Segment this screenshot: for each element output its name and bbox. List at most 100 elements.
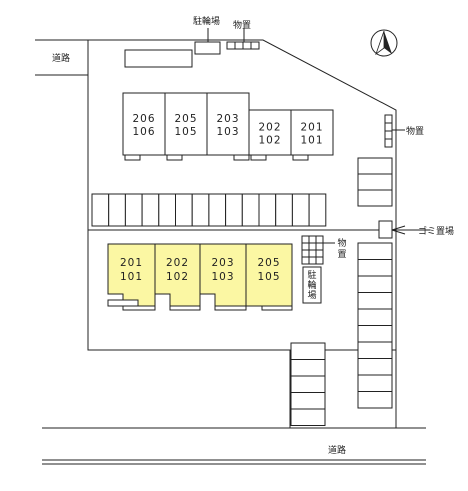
parking-space bbox=[357, 374, 393, 392]
parking-space bbox=[357, 259, 393, 277]
storage-box bbox=[301, 256, 310, 265]
unit-number-bottom: 102 bbox=[258, 135, 281, 147]
unit-number-top: 205 bbox=[174, 113, 197, 125]
bike-parking-mid-label-vertical: 駐輪場 bbox=[307, 269, 316, 301]
parking-space bbox=[191, 193, 210, 227]
parking-space bbox=[357, 391, 393, 409]
garbage-arrow bbox=[391, 225, 406, 235]
unit-number-bottom: 102 bbox=[166, 271, 189, 283]
label-char: 物 bbox=[337, 237, 346, 249]
storage-box bbox=[250, 41, 260, 50]
parking-space bbox=[141, 193, 160, 227]
parking-mid bbox=[290, 342, 326, 426]
bike-parking-mid bbox=[302, 266, 322, 304]
parking-space bbox=[290, 359, 326, 377]
parking-space bbox=[258, 193, 277, 227]
unit-number-bottom: 103 bbox=[211, 271, 234, 283]
storage-box bbox=[384, 130, 393, 140]
storage-right bbox=[384, 114, 393, 148]
storage-top bbox=[226, 41, 260, 50]
unit-number-bottom: 105 bbox=[257, 271, 280, 283]
unit-number-top: 202 bbox=[258, 122, 281, 134]
storage-box bbox=[315, 256, 324, 265]
parking-space bbox=[208, 193, 227, 227]
parking-space bbox=[308, 193, 327, 227]
top-bar-structure bbox=[124, 49, 193, 68]
parking-space bbox=[290, 392, 326, 410]
storage-mid bbox=[301, 235, 324, 265]
parking-space bbox=[91, 193, 110, 227]
unit-number-bottom: 103 bbox=[216, 126, 239, 138]
garbage-box bbox=[378, 220, 393, 239]
storage-right-label: 物置 bbox=[406, 125, 424, 137]
balcony bbox=[233, 154, 250, 161]
label-char: 輪 bbox=[307, 279, 316, 291]
parking-space bbox=[357, 292, 393, 310]
unit-number-top: 201 bbox=[120, 257, 143, 269]
storage-box bbox=[384, 138, 393, 148]
label-char: 置 bbox=[337, 249, 346, 260]
parking-row bbox=[91, 193, 327, 227]
label-char: 駐 bbox=[307, 269, 316, 281]
parking-space bbox=[357, 358, 393, 376]
storage-box bbox=[234, 41, 244, 50]
balcony bbox=[122, 305, 156, 311]
storage-box bbox=[226, 41, 236, 50]
parking-space bbox=[290, 375, 326, 393]
parking-space bbox=[357, 173, 393, 191]
storage-box bbox=[308, 235, 317, 244]
unit-number-top: 206 bbox=[132, 113, 155, 125]
balcony bbox=[124, 154, 141, 161]
bike-parking-top-label: 駐輪場 bbox=[193, 15, 220, 27]
balcony bbox=[107, 299, 139, 307]
garbage-label: ゴミ置場 bbox=[418, 225, 454, 237]
storage-box bbox=[308, 249, 317, 258]
bike-parking-top bbox=[194, 41, 221, 55]
parking-space bbox=[158, 193, 177, 227]
parking-space bbox=[357, 157, 393, 175]
unit-number-top: 203 bbox=[211, 257, 234, 269]
storage-box bbox=[301, 235, 310, 244]
parking-space bbox=[124, 193, 143, 227]
unit-number-top: 201 bbox=[300, 122, 323, 134]
parking-right-upper bbox=[357, 157, 393, 207]
storage-box bbox=[384, 114, 393, 124]
unit-number-bottom: 106 bbox=[132, 126, 155, 138]
parking-space bbox=[291, 193, 310, 227]
unit-number-top: 205 bbox=[257, 257, 280, 269]
road-label-top-left: 道路 bbox=[52, 52, 70, 64]
label-char: 場 bbox=[307, 289, 316, 301]
balcony bbox=[169, 305, 201, 311]
balcony bbox=[166, 154, 183, 161]
storage-mid-label-vertical: 物置 bbox=[337, 237, 346, 260]
storage-box bbox=[315, 242, 324, 251]
parking-space bbox=[108, 193, 126, 227]
parking-space bbox=[275, 193, 293, 227]
balcony bbox=[261, 305, 293, 311]
balcony bbox=[250, 154, 267, 161]
parking-space bbox=[357, 341, 393, 359]
parking-space bbox=[357, 242, 393, 260]
unit-number-bottom: 101 bbox=[300, 135, 323, 147]
north-arrow-icon bbox=[370, 29, 398, 57]
unit-number-top: 203 bbox=[216, 113, 239, 125]
unit-number-bottom: 105 bbox=[174, 126, 197, 138]
parking-space bbox=[290, 342, 326, 360]
storage-box bbox=[315, 249, 324, 258]
storage-box bbox=[242, 41, 252, 50]
storage-top-label: 物置 bbox=[233, 19, 251, 31]
unit-number-top: 202 bbox=[166, 257, 189, 269]
parking-space bbox=[225, 193, 243, 227]
parking-space bbox=[357, 275, 393, 293]
storage-box bbox=[308, 242, 317, 251]
